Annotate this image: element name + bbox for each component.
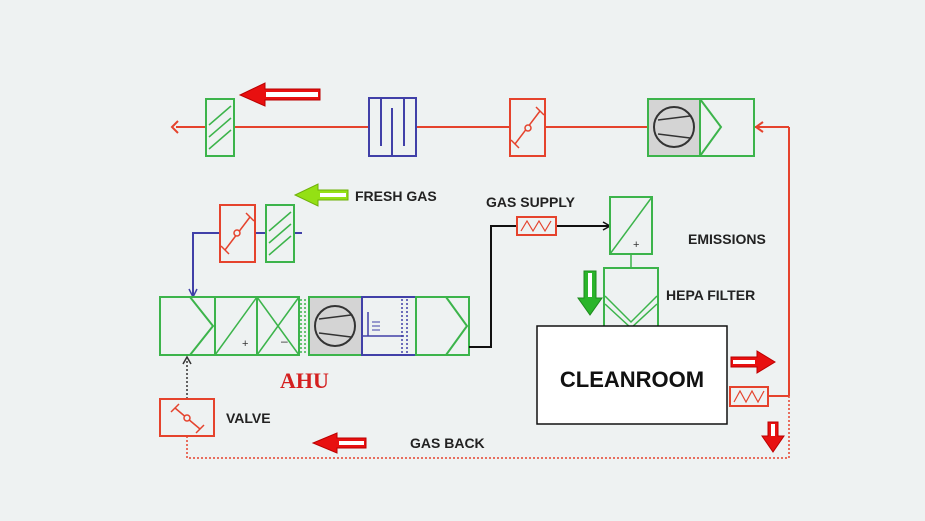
cleanroom-exhaust-arrow-icon — [730, 350, 776, 374]
return-valve-icon — [159, 398, 215, 437]
gas-supply-label: GAS SUPPLY — [486, 194, 576, 210]
intake-filter-icon — [265, 204, 295, 263]
svg-text:+: + — [242, 338, 248, 350]
exhaust-outlet-filter-icon — [205, 98, 235, 157]
svg-text:+: + — [633, 239, 639, 251]
emissions-down-arrow-icon — [761, 421, 785, 453]
ahu-outlet-section — [415, 296, 470, 356]
fresh-gas-label: FRESH GAS — [355, 188, 437, 204]
fresh-gas-arrow-icon — [293, 183, 349, 207]
ahu-mixing-section — [159, 296, 216, 356]
gas-back-arrow-icon — [311, 432, 367, 454]
svg-text:–: – — [281, 334, 288, 348]
exhaust-damper-icon — [509, 98, 546, 157]
return-gas-duct — [182, 355, 790, 459]
hepa-filter-label: HEPA FILTER — [666, 287, 755, 303]
ahu-unit: + – — [159, 296, 470, 356]
cleanroom-label: CLEANROOM — [560, 367, 704, 392]
supply-sound-attenuator-icon — [516, 216, 557, 236]
valve-label: VALVE — [226, 410, 271, 426]
gas-back-label: GAS BACK — [410, 435, 485, 451]
hepa-filter-icon — [603, 267, 659, 330]
supply-down-arrow-icon — [577, 270, 603, 316]
emissions-label: EMISSIONS — [688, 231, 766, 247]
reheat-coil-icon: + — [609, 196, 653, 268]
ahu-silencer — [361, 296, 417, 356]
intake-damper-icon — [219, 204, 256, 263]
return-sound-attenuator-icon — [729, 386, 769, 407]
exhaust-arrow-icon — [238, 82, 321, 107]
cleanroom-box — [536, 325, 728, 425]
exhaust-silencer-icon — [368, 97, 417, 157]
exhaust-fan-unit-icon — [647, 98, 755, 157]
ahu-label: AHU — [280, 368, 329, 393]
